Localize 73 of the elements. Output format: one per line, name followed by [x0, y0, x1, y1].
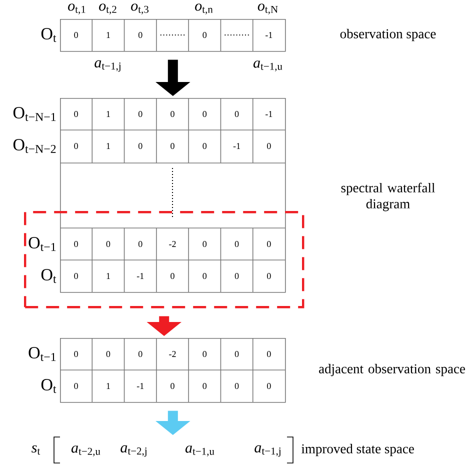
cell-value: 0: [74, 240, 78, 248]
cell-value: 0: [106, 240, 110, 248]
row-label: O$_{t}$: [41, 269, 56, 283]
cell-value: 0: [202, 382, 207, 390]
cell-value: -2: [169, 241, 176, 247]
cell-value: 0: [106, 350, 110, 358]
cell-value: 0: [74, 110, 78, 118]
state-entry: a$_{t−2,u}$: [71, 446, 100, 456]
cell-value: 0: [234, 350, 239, 358]
row-label: O$_{t}$: [41, 379, 56, 393]
cell-value: -1: [233, 143, 240, 149]
cell-value: -1: [136, 273, 144, 279]
cell-value: 0: [202, 142, 207, 150]
cell-value: 0: [234, 240, 239, 248]
cell-value: 0: [202, 110, 207, 118]
cell-value: 0: [234, 272, 239, 280]
row-label: O$_{t}$: [41, 28, 56, 42]
cell-value: 0: [202, 350, 207, 358]
cell-value: 0: [74, 350, 78, 358]
cell-value: 0: [74, 272, 78, 280]
state-entry: a$_{t−1,j}$: [254, 445, 280, 457]
cell-value: 0: [74, 382, 78, 390]
cell-value: -2: [169, 351, 176, 357]
cell-value: 0: [138, 110, 142, 118]
cell-value: 1: [106, 383, 110, 389]
cell-value: 0: [234, 382, 239, 390]
cell-value: 0: [170, 142, 174, 150]
cell-value: 0: [170, 272, 174, 280]
cell-value: 0: [138, 142, 142, 150]
state-entry: a$_{t−1,u}$: [185, 446, 214, 456]
column-label: o$_{t,1}$: [68, 4, 86, 14]
cell-value: 0: [202, 240, 207, 248]
caption-text: observation space: [340, 28, 436, 42]
cell-value: 0: [170, 382, 174, 390]
cell-value: 0: [267, 240, 271, 248]
caption-text: spectral waterfall diagram: [341, 182, 435, 212]
cell-value: 0: [138, 240, 142, 248]
cell-value: 0: [202, 272, 207, 280]
index-label: a$_{t−1,u}$: [253, 60, 282, 72]
cell-value: 1: [106, 273, 110, 279]
cell-value: 0: [234, 110, 239, 118]
cell-value: 0: [202, 32, 207, 38]
cell-value: 1: [106, 111, 110, 117]
cell-value: -1: [136, 383, 144, 389]
cell-value: -1: [266, 32, 272, 38]
caption-text: adjacent observation space: [319, 364, 465, 376]
cell-value: 1: [106, 32, 110, 38]
row-label: O$_{t−N−1}$: [13, 107, 56, 121]
cell-value: 0: [170, 110, 174, 118]
column-label: o$_{t,n}$: [195, 4, 213, 14]
data-table: [13, 98, 286, 293]
cell-value: 0: [267, 272, 271, 280]
data-table: [41, 4, 286, 72]
row-label: O$_{t−1}$: [28, 347, 56, 361]
column-label: o$_{t,3}$: [131, 4, 148, 14]
cell-value: 0: [74, 32, 78, 38]
cell-value: 0: [74, 142, 78, 150]
cell-value: 0: [267, 350, 271, 358]
index-label: a$_{t−1,j}$: [94, 60, 120, 72]
cell-value: 1: [106, 143, 110, 149]
state-label: s$_{t}$: [32, 445, 40, 455]
state-entry: a$_{t−2,j}$: [120, 445, 146, 457]
data-table: [28, 338, 286, 403]
cell-value: 0: [138, 32, 142, 38]
row-label: O$_{t−1}$: [28, 237, 56, 251]
cell-value: 0: [138, 350, 142, 358]
column-label: o$_{t,2}$: [99, 4, 116, 14]
cell-value: 0: [267, 382, 271, 390]
cell-value: 0: [267, 142, 271, 150]
highlight-frame: [24, 211, 304, 308]
column-label: o$_{t,N}$: [258, 4, 278, 14]
row-label: O$_{t−N−2}$: [13, 139, 56, 153]
cell-value: -1: [266, 111, 272, 117]
